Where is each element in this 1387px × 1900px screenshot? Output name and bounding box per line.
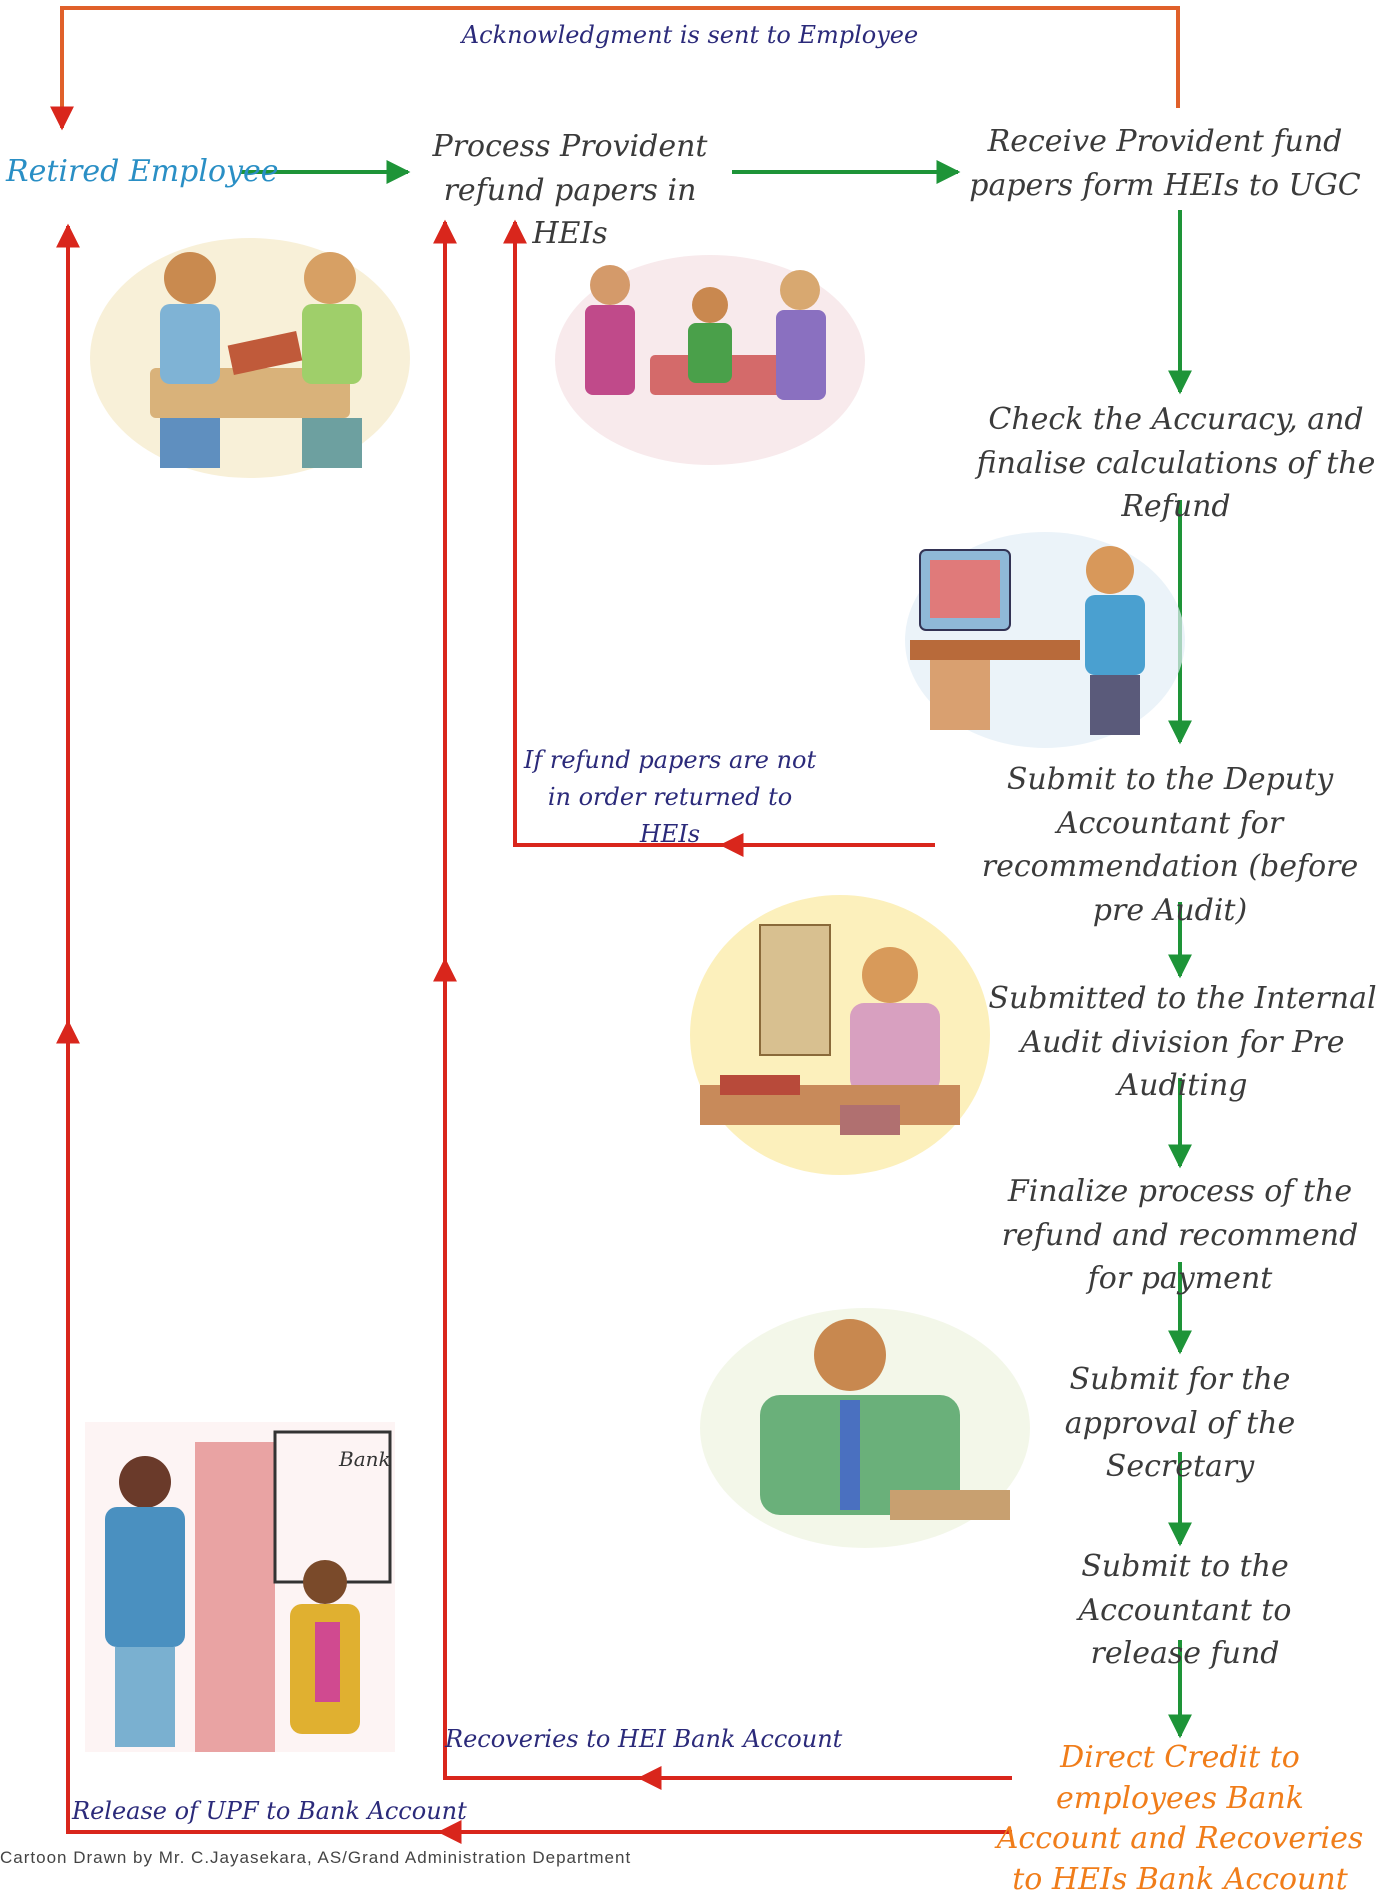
secretary-approval-node: Submit for the approval of the Secretary — [1064, 1362, 1296, 1484]
recoveries-note: Recoveries to HEI Bank Account — [445, 1725, 843, 1753]
arrow-release-upf — [56, 223, 1012, 1834]
submit-accountant-node: Submit to the Accountant to release fund — [1078, 1549, 1292, 1671]
acknowledgment-arrow — [50, 6, 1180, 131]
retired-employee-node: Retired Employee — [6, 154, 279, 189]
acknowledgment-note: Acknowledgment is sent to Employee — [461, 21, 919, 49]
internal-audit-node: Submitted to the Internal Audit division… — [988, 981, 1377, 1103]
bank-sign: Bank — [338, 1447, 391, 1471]
three-staff-reviewing-papers-illustration — [555, 255, 865, 465]
submit-deputy-node: Submit to the Deputy Accountant for reco… — [981, 762, 1359, 928]
not-in-order-note: If refund papers are not in order return… — [523, 746, 817, 849]
officer-thinking-illustration — [700, 1308, 1030, 1548]
direct-credit-node: Direct Credit to employees Bank Account … — [996, 1740, 1364, 1897]
employees-visiting-bank-illustration: Bank — [85, 1422, 395, 1752]
officer-reading-at-desk-illustration — [690, 895, 990, 1175]
receive-papers-node: Receive Provident fund papers form HEIs … — [969, 124, 1361, 203]
arrow-recoveries — [433, 219, 1012, 1780]
process-papers-node: Process Provident refund papers in HEIs — [432, 129, 708, 251]
clerk-at-computer-illustration — [905, 532, 1185, 748]
cartoon-credit: Cartoon Drawn by Mr. C.Jayasekara, AS/Gr… — [0, 1848, 632, 1867]
finalize-refund-node: Finalize process of the refund and recom… — [1001, 1174, 1359, 1296]
check-accuracy-node: Check the Accuracy, and finalise calcula… — [976, 402, 1376, 524]
release-upf-note: Release of UPF to Bank Account — [72, 1797, 467, 1825]
two-men-exchanging-papers-illustration — [90, 238, 410, 478]
